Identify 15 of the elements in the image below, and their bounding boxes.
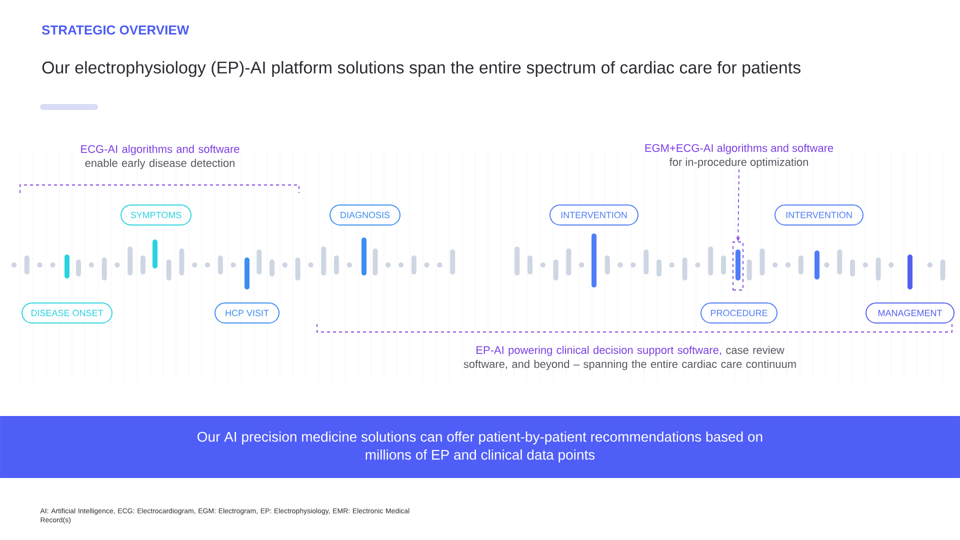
annotation-text: ECG-AI algorithms and software enable early disease detection xyxy=(81,144,240,170)
pill-label: PROCEDURE xyxy=(700,302,778,324)
pill-label: INTERVENTION xyxy=(550,204,638,226)
callout-text: EGM+ECG-AI algorithms and software for in-procedure optimization xyxy=(645,144,834,168)
pill-label: DISEASE ONSET xyxy=(22,302,112,324)
dashed-highlight-box xyxy=(732,242,744,290)
section-label: STRATEGIC OVERVIEW xyxy=(42,25,190,35)
pill-label: DIAGNOSIS xyxy=(330,204,400,226)
pill-label: INTERVENTION xyxy=(774,204,864,226)
title: Our electrophysiology (EP)-AI platform solutions span the entire spectrum of cardiac care for patients xyxy=(42,61,800,77)
pill-label: HCP VISIT xyxy=(214,302,280,324)
annotation-text: EP-AI powering clinical decision support software, case review software, and beyond – spanning the entire cardiac care continuum xyxy=(464,346,796,370)
pill-label: SYMPTOMS xyxy=(120,204,192,226)
banner: Our AI precision medicine solutions can offer patient-by-patient recommendations based on millions of EP and clinical data points xyxy=(0,416,960,478)
pill-label: MANAGEMENT xyxy=(866,302,954,324)
